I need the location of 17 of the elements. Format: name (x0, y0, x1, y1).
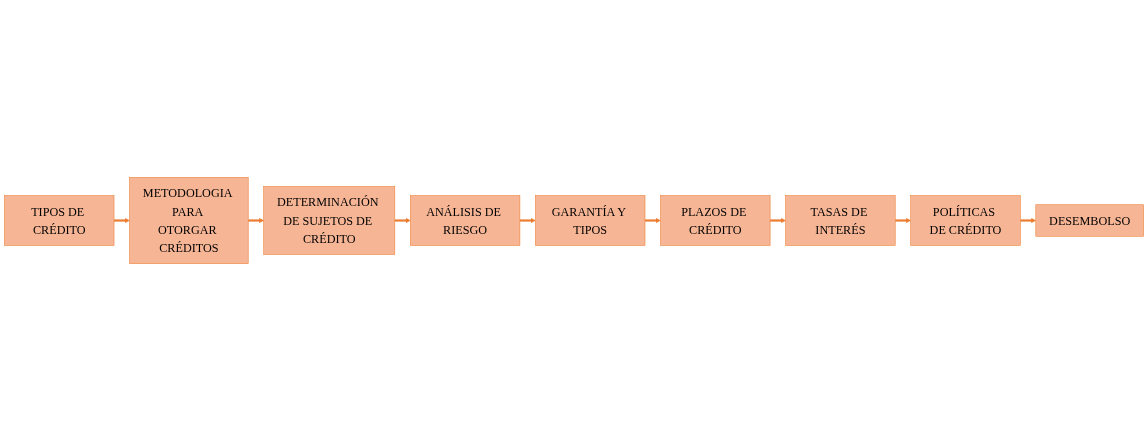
arrow (645, 218, 661, 223)
node-box: TIPOS DE CRÉDITO (4, 195, 115, 246)
arrow (394, 218, 411, 223)
arrow (114, 218, 130, 223)
node-box: TASAS DE INTERÉS (785, 195, 896, 246)
arrow (519, 218, 536, 223)
arrow (895, 218, 911, 223)
arrow (770, 218, 786, 223)
node-box: PLAZOS DE CRÉDITO (660, 195, 771, 246)
node-box: ANÁLISIS DE RIESGO (410, 195, 521, 246)
node-box: METODOLOGIA PARA OTORGAR CRÉDITOS (129, 177, 249, 264)
node-box: GARANTÍA Y TIPOS (535, 195, 646, 246)
node-box: POLÍTICAS DE CRÉDITO (910, 195, 1021, 246)
node-box: DETERMINACIÓN DE SUJETOS DE CRÉDITO (263, 186, 396, 255)
node-box: DESEMBOLSO (1035, 204, 1144, 237)
arrow (248, 218, 264, 223)
arrow (1020, 218, 1037, 223)
